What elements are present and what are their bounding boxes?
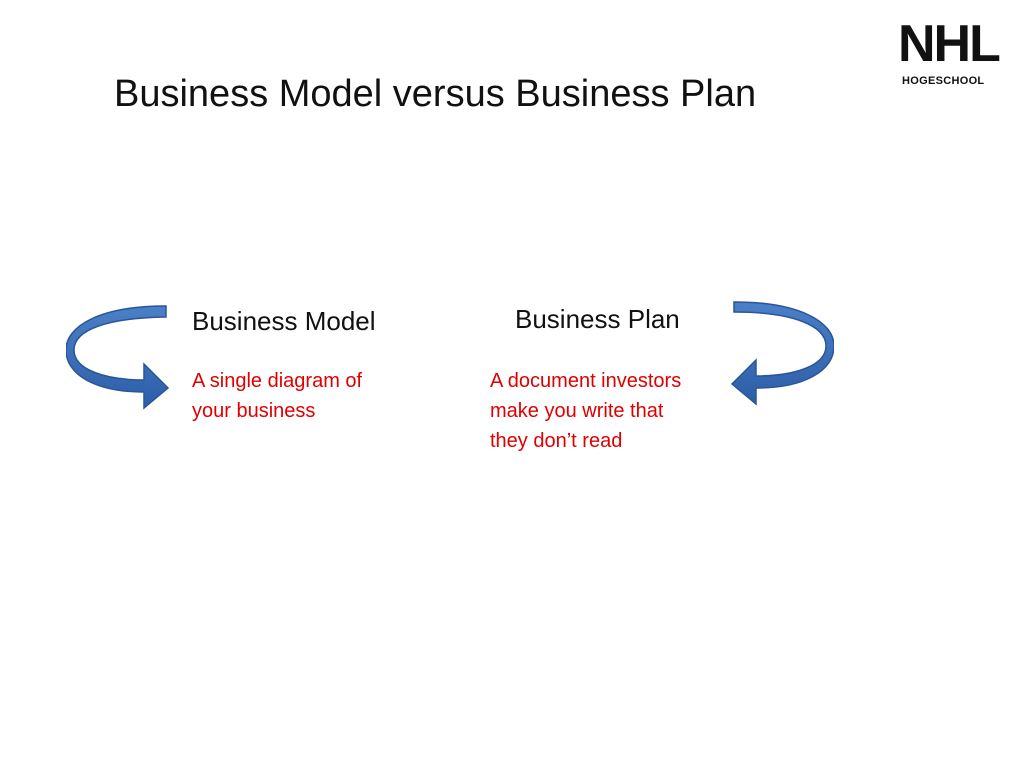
logo-subtitle: HOGESCHOOL xyxy=(902,75,985,87)
business-plan-description: A document investors make you write that… xyxy=(490,366,681,456)
curved-arrow-right-icon xyxy=(730,301,834,406)
logo-mark: NHL xyxy=(898,15,1001,73)
business-plan-heading: Business Plan xyxy=(515,304,680,334)
business-model-description: A single diagram of your business xyxy=(192,366,362,426)
description-line: A single diagram of xyxy=(192,370,363,392)
description-line: they don’t read xyxy=(490,430,623,452)
curved-arrow-left-icon xyxy=(66,305,170,410)
description-line: A document investors xyxy=(490,370,682,392)
description-line: make you write that xyxy=(490,400,664,422)
nhl-logo: NHL HOGESCHOOL xyxy=(898,18,1010,92)
business-model-heading: Business Model xyxy=(192,306,376,336)
description-line: your business xyxy=(192,400,316,422)
slide-title: Business Model versus Business Plan xyxy=(114,73,757,115)
